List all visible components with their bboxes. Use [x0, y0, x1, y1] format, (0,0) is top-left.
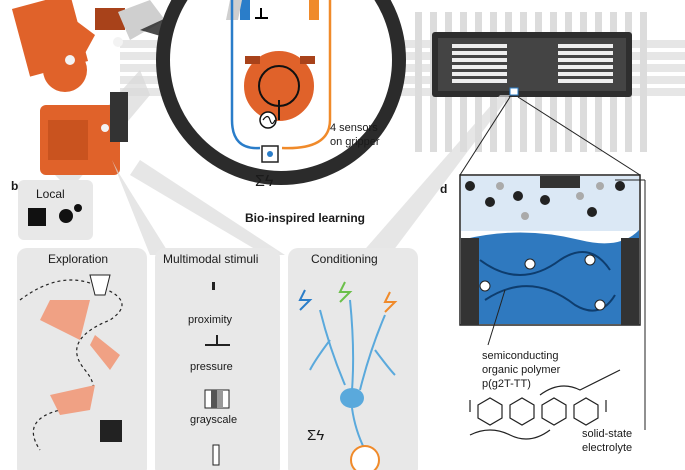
title-bio-inspired: Bio-inspired learning [245, 211, 365, 225]
stimuli-icons [204, 282, 230, 466]
material-line3: p(g2T-TT) [482, 378, 531, 390]
gripper-note-line1: 4 sensors [330, 122, 378, 134]
zoom-line-right [517, 96, 641, 176]
conditioning-title: Conditioning [311, 252, 378, 266]
multimodal-title: Multimodal stimuli [163, 252, 258, 266]
material-line2: organic polymer [482, 364, 561, 376]
connector-stimuli [130, 160, 285, 255]
thermometer-icon [212, 444, 220, 466]
local-label: Local [36, 187, 65, 201]
gripper-note-line2: on gripper [330, 136, 380, 148]
exploration-sketch [19, 274, 123, 451]
exploration-title: Exploration [48, 252, 108, 266]
electrolyte-line1: solid-state [582, 428, 632, 440]
neuron-illustration [298, 281, 398, 470]
material-line1: semiconducting [482, 350, 558, 362]
material-pointer [487, 289, 506, 346]
panel-label-d: d [440, 182, 447, 196]
connector-conditioning [360, 95, 510, 255]
stimulus-label-0: proximity [188, 314, 233, 326]
proximity-icon [212, 282, 215, 290]
local-box [18, 180, 93, 240]
electrochemical-cell [459, 174, 641, 326]
computer-unit [432, 32, 632, 97]
panel-label-b: b [11, 179, 18, 193]
stimulus-label-1: pressure [190, 361, 233, 373]
conditioning-sigma-symbol: Σϟ [307, 427, 324, 444]
gripper-detail [156, 0, 406, 185]
electrolyte-line2: electrolyte [582, 442, 632, 454]
stimulus-label-2: grayscale [190, 414, 237, 426]
zoom-line-left [459, 96, 511, 176]
robot-arm [11, 0, 165, 190]
multimodal-panel [155, 248, 280, 470]
gripper-sigma-symbol: Σϟ [255, 173, 274, 190]
polymer-structure [469, 369, 621, 440]
